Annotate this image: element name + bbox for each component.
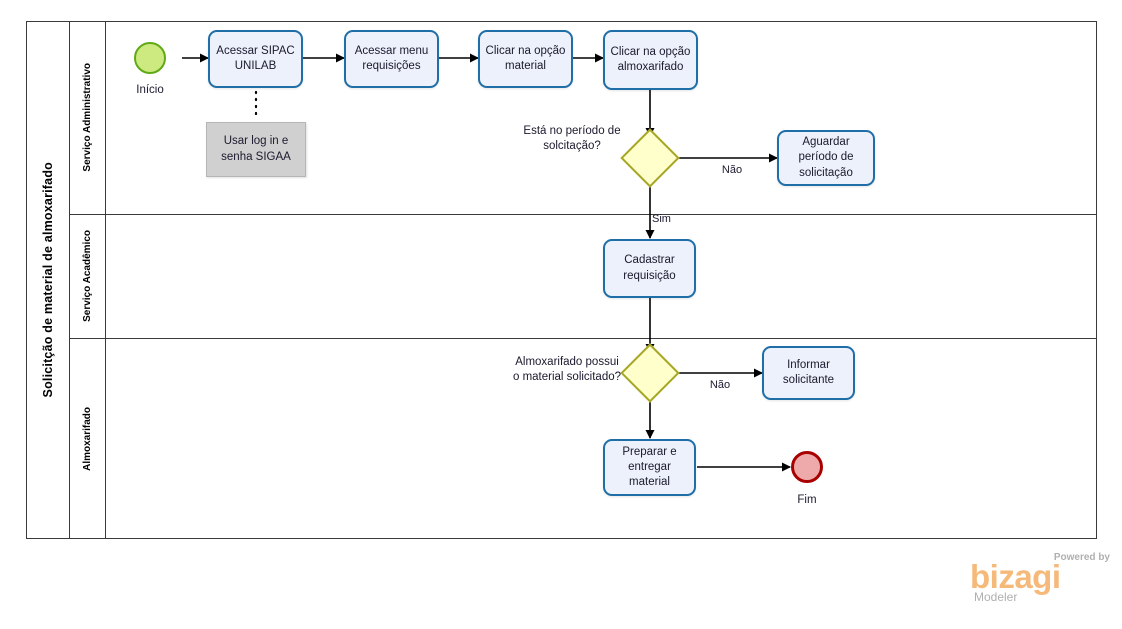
- gateway-possui-material-label: Almoxarifado possui o material solicitad…: [512, 356, 622, 384]
- task-cadastrar-requisicao[interactable]: Cadastrar requisição: [603, 239, 696, 298]
- task-acessar-sipac-unilab[interactable]: Acessar SIPAC UNILAB: [208, 30, 303, 88]
- flow-label-nao-periodo: Não: [721, 164, 743, 176]
- start-event[interactable]: [134, 42, 166, 74]
- task-acessar-menu-requisicoes[interactable]: Acessar menu requisições: [344, 30, 439, 88]
- annotation-login: Usar log in e senha SIGAA: [206, 122, 306, 177]
- bizagi-branding: Powered by bizagi Modeler: [962, 552, 1112, 604]
- process-pool: [26, 21, 1097, 539]
- end-event[interactable]: [791, 451, 823, 483]
- lane-divider-2: [70, 338, 1097, 339]
- lane-header-servico-administrativo: Serviço Administrativo: [70, 21, 106, 214]
- start-event-label: Início: [136, 84, 164, 96]
- bizagi-powered-by-label: Powered by: [1053, 552, 1110, 563]
- lane-divider-1: [70, 214, 1097, 215]
- lane-servico-academico: Serviço Acadêmico: [70, 214, 1097, 338]
- end-event-label: Fim: [797, 494, 817, 506]
- gateway-periodo-solicitacao-label: Está no período de solcitação?: [523, 125, 621, 153]
- flow-label-nao-material: Não: [709, 379, 731, 391]
- pool-title: Solicitção de material de almoxarifado: [26, 21, 70, 539]
- task-clicar-opcao-almoxarifado[interactable]: Clicar na opção almoxarifado: [603, 30, 698, 90]
- task-preparar-entregar-material[interactable]: Preparar e entregar material: [603, 439, 696, 496]
- bizagi-product-label: Modeler: [974, 590, 1018, 604]
- lane-header-almoxarifado: Almoxarifado: [70, 338, 106, 539]
- bizagi-logo-text: bizagi: [970, 558, 1061, 595]
- lane-servico-administrativo: Serviço Administrativo: [70, 21, 1097, 214]
- lane-header-servico-academico: Serviço Acadêmico: [70, 214, 106, 338]
- task-clicar-opcao-material[interactable]: Clicar na opção material: [478, 30, 573, 88]
- task-aguardar-periodo-solicitacao[interactable]: Aguardar período de solicitação: [777, 130, 875, 186]
- task-informar-solicitante[interactable]: Informar solicitante: [762, 346, 855, 400]
- flow-label-sim-periodo: Sim: [652, 213, 671, 225]
- lane-almoxarifado: Almoxarifado: [70, 338, 1097, 539]
